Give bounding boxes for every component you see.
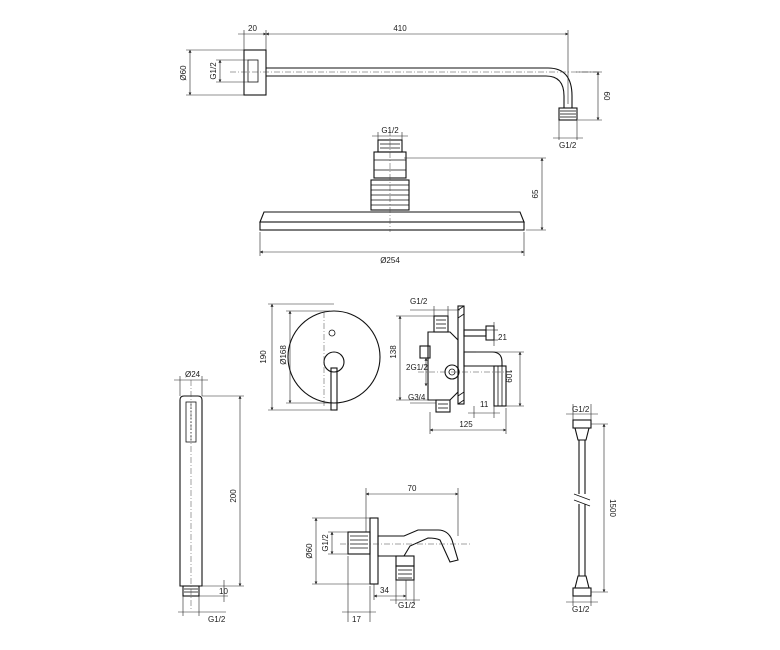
arm-drop-label: 60 xyxy=(602,92,611,101)
mixer-diverter-stem xyxy=(463,329,487,337)
hand-shower-dia-label: Ø24 xyxy=(185,370,201,379)
mixer-g34-label: G3/4 xyxy=(408,393,426,402)
hose-thread-bottom-label: G1/2 xyxy=(572,605,590,614)
hose-top-ferrule xyxy=(574,427,590,441)
arm-flange-dia-label: Ø60 xyxy=(179,65,188,81)
shower-head-view: G1/2 65 Ø254 xyxy=(259,126,546,265)
mixer-bottom-inlet xyxy=(435,399,451,413)
mixer-138-label: 138 xyxy=(389,345,398,359)
outlet-hose-connector xyxy=(395,565,415,581)
arm-tube-lower xyxy=(266,75,565,108)
outlet-thread-bottom-label: G1/2 xyxy=(398,601,416,610)
mixer-top-outlet xyxy=(433,315,449,333)
hose-view: G1/2 1500 G1/2 xyxy=(566,404,617,614)
head-plate xyxy=(259,221,525,231)
outlet-wall-flange xyxy=(369,517,379,585)
mixer-plate-dia-label: Ø168 xyxy=(279,345,288,365)
wall-outlet-view: 70 Ø60 G1/2 34 G1/2 17 xyxy=(305,484,470,624)
arm-flange-depth-label: 20 xyxy=(248,24,257,33)
mixer-handle-hub xyxy=(323,351,345,373)
arm-thread-outlet-label: G1/2 xyxy=(559,141,577,150)
mixer-body-housing xyxy=(427,331,459,401)
shower-arm-view: 20 410 Ø60 G1/2 60 G1/2 xyxy=(179,24,611,150)
hand-shower-10-label: 10 xyxy=(219,587,228,596)
arm-outlet-nipple xyxy=(558,107,578,121)
hand-shower-view: Ø24 200 10 G1/2 xyxy=(174,370,244,624)
mixer-body-view: G1/2 21 138 2G1/2 109 G3/4 11 125 xyxy=(389,297,524,434)
mixer-21-label: 21 xyxy=(498,333,507,342)
hand-shower-body xyxy=(179,395,203,587)
outlet-dia-label: Ø60 xyxy=(305,543,314,559)
hose-length-label: 1500 xyxy=(608,499,617,517)
mixer-thread-top-label: G1/2 xyxy=(410,297,428,306)
outlet-thread-body xyxy=(347,531,371,555)
outlet-thread-label: G1/2 xyxy=(321,534,330,552)
mixer-125-label: 125 xyxy=(459,420,473,429)
hose-bottom-nut xyxy=(572,587,592,597)
mixer-handle-base xyxy=(463,351,503,367)
outlet-17-label: 17 xyxy=(352,615,361,624)
outlet-34-label: 34 xyxy=(380,586,389,595)
mixer-diverter-knob-side xyxy=(485,325,495,341)
arm-thread-wall-label: G1/2 xyxy=(209,62,218,80)
mixer-11-label: 11 xyxy=(480,400,489,409)
mixer-wall-plate xyxy=(457,305,465,405)
mixer-plate-height-label: 190 xyxy=(259,350,268,364)
hand-shower-thread-label: G1/2 xyxy=(208,615,226,624)
mixer-cover-plate xyxy=(287,310,381,404)
arm-wall-flange xyxy=(243,49,267,96)
outlet-70-label: 70 xyxy=(408,484,417,493)
arm-tube-upper xyxy=(266,67,573,108)
mixer-plate-view: 190 Ø168 xyxy=(259,303,381,411)
head-height-label: 65 xyxy=(531,189,540,198)
outlet-elbow xyxy=(395,555,415,567)
hose-bottom-ferrule xyxy=(574,575,590,589)
mixer-2g-label: 2G1/2 xyxy=(406,363,428,372)
mixer-diverter-knob xyxy=(328,329,336,337)
arm-thread-insert xyxy=(247,59,259,83)
outlet-hook xyxy=(377,529,459,563)
hose-thread-top-label: G1/2 xyxy=(572,405,590,414)
hose-top-nut xyxy=(572,419,592,429)
mixer-lever xyxy=(330,367,338,411)
hand-shower-length-label: 200 xyxy=(229,489,238,503)
arm-length-label: 410 xyxy=(393,24,407,33)
head-dia-label: Ø254 xyxy=(380,256,400,265)
head-thread-label: G1/2 xyxy=(381,126,399,135)
head-plate-top xyxy=(259,211,525,223)
mixer-handle-side xyxy=(493,365,507,407)
mixer-109-label: 109 xyxy=(504,369,513,383)
